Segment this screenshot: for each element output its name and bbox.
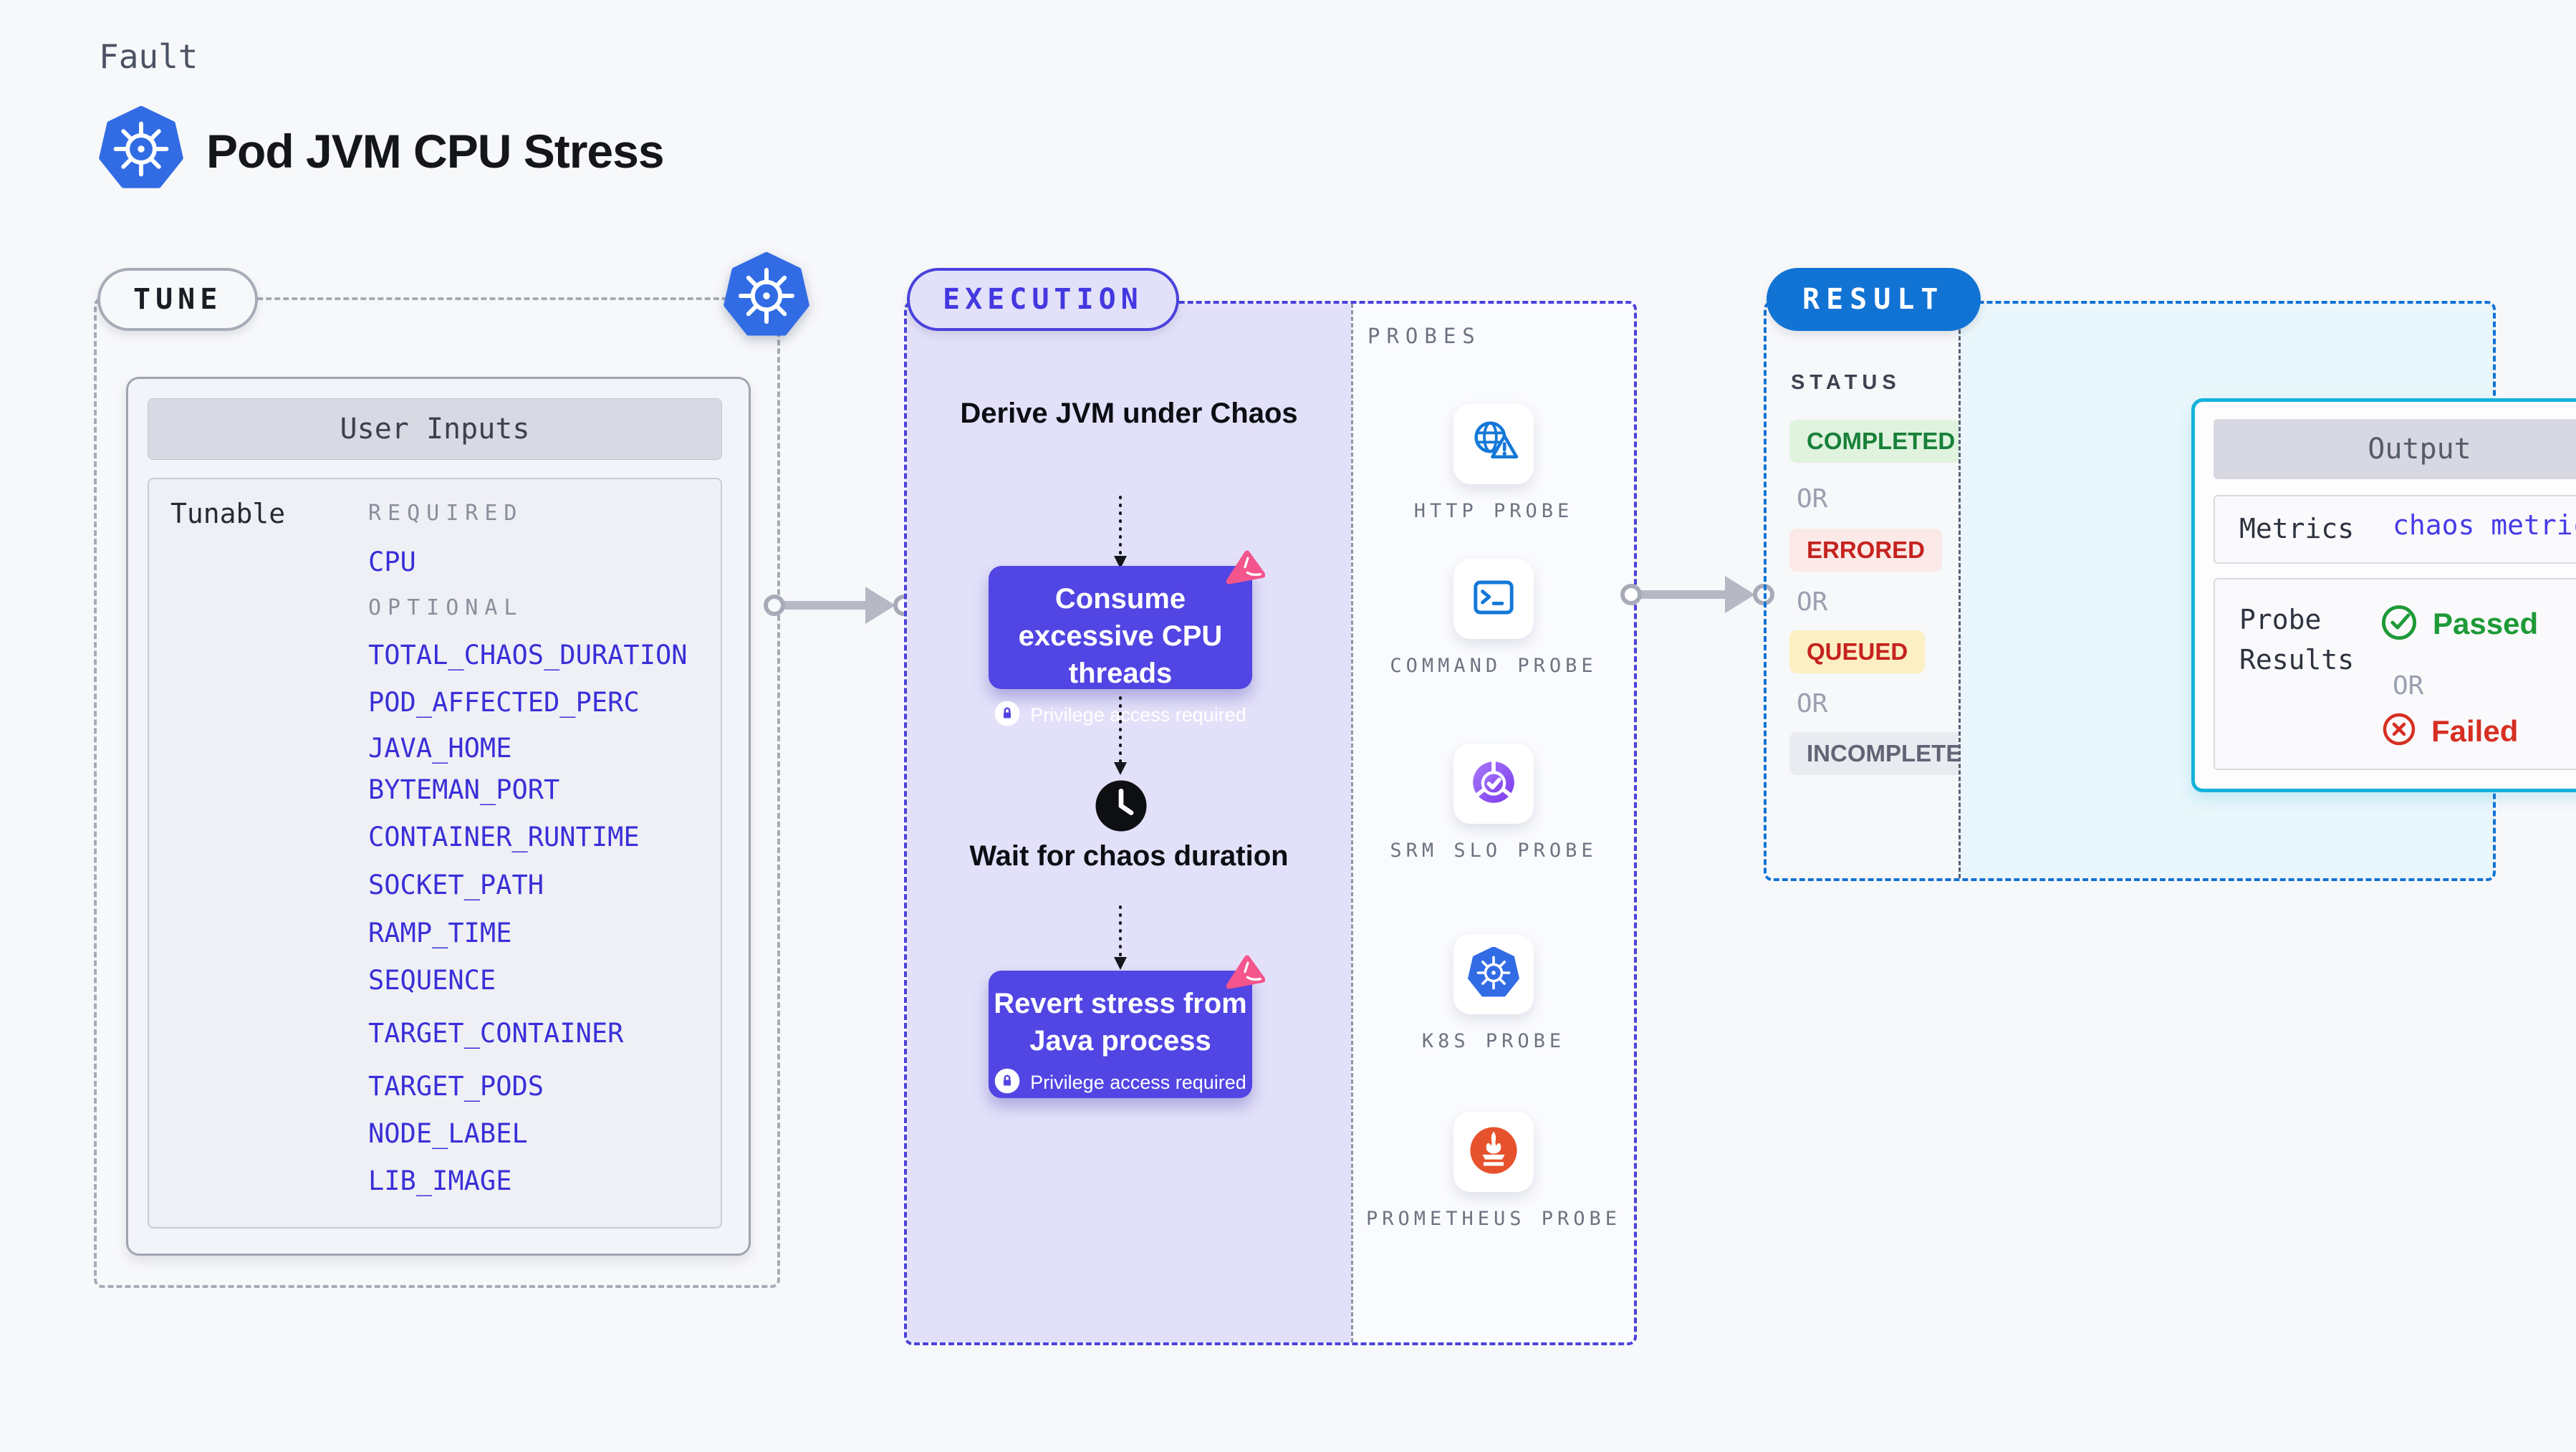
metrics-value: chaos metrics — [2393, 509, 2576, 541]
k8s-probe-icon — [1468, 946, 1519, 1002]
metrics-row: Metrics chaos metrics — [2214, 495, 2576, 564]
tune-item: TARGET_CONTAINER — [368, 1018, 624, 1049]
or-separator: OR — [1797, 587, 1828, 617]
probe-results-row: Probe Results Passed OR — [2214, 578, 2576, 770]
user-inputs-header: User Inputs — [148, 398, 722, 460]
probe-tile — [1453, 559, 1534, 639]
probe-label: COMMAND PROBE — [1390, 655, 1597, 677]
page-header: Pod JVM CPU Stress — [99, 105, 665, 196]
litmus-icon — [1225, 955, 1266, 995]
metrics-label: Metrics — [2239, 513, 2355, 544]
or-separator: OR — [1797, 689, 1828, 718]
output-card: Output Metrics chaos metrics Probe Resul… — [2191, 398, 2576, 792]
derive-step-label: Derive JVM under Chaos — [960, 398, 1298, 429]
arrow-tune-to-execution — [761, 577, 915, 638]
result-section: STATUS COMPLETED OR ERRORED OR QUEUED OR… — [1764, 301, 2576, 881]
passed-icon — [2380, 602, 2418, 645]
status-badge-queued: QUEUED — [1789, 630, 1926, 673]
tune-badge: TUNE — [97, 268, 259, 331]
or-separator: OR — [1797, 484, 1828, 514]
status-badge-completed: COMPLETED — [1789, 420, 1973, 463]
prometheus-probe-icon — [1467, 1124, 1520, 1181]
output-header: Output — [2214, 419, 2576, 479]
tune-item: TOTAL_CHAOS_DURATION — [368, 640, 688, 670]
privilege-note: Privilege access required — [1030, 704, 1246, 726]
probe-label: PROMETHEUS PROBE — [1365, 1208, 1622, 1230]
status-badge-errored: ERRORED — [1789, 529, 1943, 572]
probes-panel: PROBES HTTP PROBE — [1351, 304, 1634, 1342]
tune-item: LIB_IMAGE — [368, 1165, 512, 1196]
failed-label: Failed — [2431, 713, 2519, 748]
probes-title: PROBES — [1368, 324, 1481, 348]
probe-tile — [1453, 744, 1534, 824]
srm-slo-probe-icon — [1468, 756, 1519, 812]
flow-arrow-icon — [1110, 695, 1130, 782]
probe-label: HTTP PROBE — [1413, 500, 1574, 522]
tune-item: SEQUENCE — [368, 965, 496, 996]
execution-section: Derive JVM under Chaos Consume excessive… — [904, 301, 1637, 1345]
probe-tile — [1453, 934, 1534, 1014]
probe-label: K8S PROBE — [1421, 1030, 1566, 1052]
http-probe-icon — [1466, 415, 1521, 473]
lock-icon — [994, 701, 1020, 730]
privilege-note: Privilege access required — [1030, 1072, 1246, 1093]
user-inputs-list: Tunable REQUIRED CPU OPTIONAL TOTAL_CHAO… — [148, 478, 722, 1229]
consume-card-label: Consume excessive CPU threads — [1018, 583, 1223, 689]
user-inputs-card: User Inputs Tunable REQUIRED CPU OPTIONA… — [126, 377, 751, 1256]
lock-icon — [994, 1068, 1020, 1097]
consume-card: Consume excessive CPU threads Privilege … — [989, 550, 1266, 726]
probe-label: SRM SLO PROBE — [1390, 840, 1597, 862]
tune-item: CONTAINER_RUNTIME — [368, 822, 640, 852]
result-output-panel: Output Metrics chaos metrics Probe Resul… — [1959, 304, 2576, 878]
tune-item: RAMP_TIME — [368, 918, 512, 948]
or-separator-output: OR — [2393, 671, 2424, 701]
tunable-label: Tunable — [170, 498, 286, 529]
probe-tile — [1453, 1112, 1534, 1192]
page-title: Pod JVM CPU Stress — [206, 124, 665, 178]
litmus-icon — [1225, 550, 1266, 590]
execution-badge: EXECUTION — [907, 268, 1179, 331]
flow-arrow-icon — [1110, 494, 1130, 575]
tune-item-cpu: CPU — [368, 547, 416, 577]
tune-item: SOCKET_PATH — [368, 870, 544, 900]
tune-item: NODE_LABEL — [368, 1118, 528, 1149]
fault-kicker: Fault — [99, 37, 198, 76]
command-probe-icon — [1469, 572, 1519, 626]
wait-step-label: Wait for chaos duration — [969, 840, 1289, 872]
passed-label: Passed — [2433, 606, 2539, 640]
flow-arrow-icon — [1110, 904, 1130, 976]
revert-card: Revert stress from Java process Privileg… — [989, 955, 1266, 1098]
tune-kubernetes-icon — [724, 251, 809, 340]
status-label: STATUS — [1791, 371, 1901, 394]
execution-flow-panel: Derive JVM under Chaos Consume excessive… — [907, 304, 1351, 1342]
probe-results-label: Probe Results — [2239, 604, 2355, 675]
failed-icon — [2381, 711, 2417, 751]
kubernetes-logo-icon — [99, 105, 183, 196]
tune-item: BYTEMAN_PORT — [368, 774, 560, 805]
revert-card-label: Revert stress from Java process — [994, 988, 1247, 1057]
tune-section — [94, 297, 780, 1288]
required-label: REQUIRED — [368, 501, 524, 526]
probe-tile — [1453, 404, 1534, 484]
tune-item: TARGET_PODS — [368, 1071, 544, 1102]
tune-item: POD_AFFECTED_PERC — [368, 687, 640, 718]
result-badge: RESULT — [1767, 268, 1981, 331]
optional-label: OPTIONAL — [368, 595, 524, 620]
tune-item: JAVA_HOME — [368, 733, 512, 764]
clock-icon — [1095, 779, 1148, 836]
arrow-execution-to-result — [1618, 566, 1777, 627]
